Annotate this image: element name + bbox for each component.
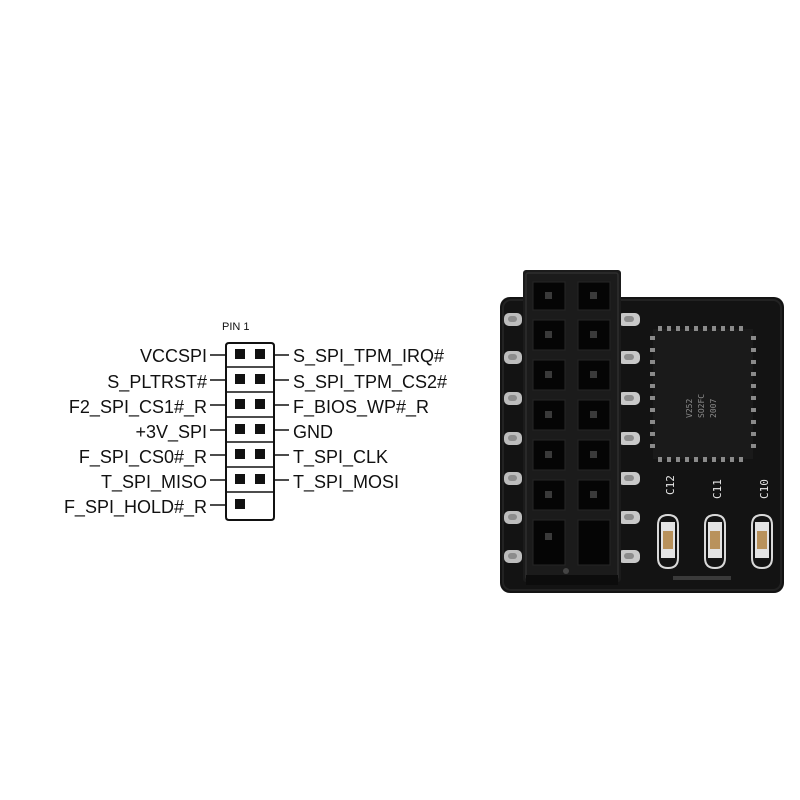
left-pin-label: +3V_SPI xyxy=(135,422,207,443)
left-edge-pins xyxy=(504,313,522,563)
pin1-label: PIN 1 xyxy=(222,321,250,333)
header-outline xyxy=(225,342,275,521)
chip-marking: 2007 xyxy=(709,399,718,418)
right-pin-label: T_SPI_CLK xyxy=(293,447,388,468)
silkscreen-label: C12 xyxy=(664,475,677,495)
silkscreen-label: C11 xyxy=(711,479,724,499)
pinout-diagram: PIN 1 VCCSPI S_PLTRST# F2_SPI_CS1#_R +3V… xyxy=(64,321,447,521)
header-dividers xyxy=(226,366,274,493)
chip-marking: V252 xyxy=(685,399,694,418)
right-pin-label: T_SPI_MOSI xyxy=(293,472,399,493)
right-connector-pins xyxy=(618,313,640,563)
silkscreen-label: C10 xyxy=(758,479,771,499)
left-pin-label: F_SPI_HOLD#_R xyxy=(64,497,207,518)
right-pin-label: S_SPI_TPM_CS2# xyxy=(293,372,447,393)
right-pin-label: F_BIOS_WP#_R xyxy=(293,397,429,418)
left-pin-labels: VCCSPI S_PLTRST# F2_SPI_CS1#_R +3V_SPI F… xyxy=(64,346,207,518)
header-pins xyxy=(235,349,265,509)
hole-pin-dots xyxy=(545,292,597,540)
tpm-chip: V252 SO2FC 2007 xyxy=(650,326,756,462)
chip-marking: SO2FC xyxy=(697,394,706,418)
right-pin-label: GND xyxy=(293,422,333,442)
right-pin-labels: S_SPI_TPM_IRQ# S_SPI_TPM_CS2# F_BIOS_WP#… xyxy=(293,346,447,493)
capacitors xyxy=(657,513,773,570)
capacitor-labels: C12 C11 C10 xyxy=(664,475,771,499)
left-pin-label: F2_SPI_CS1#_R xyxy=(69,397,207,418)
right-pin-label: S_SPI_TPM_IRQ# xyxy=(293,346,444,367)
left-pin-label: VCCSPI xyxy=(140,346,207,366)
left-pin-label: F_SPI_CS0#_R xyxy=(79,447,207,468)
left-pin-label: T_SPI_MISO xyxy=(101,472,207,493)
board-marking xyxy=(673,576,731,580)
leader-lines xyxy=(210,354,289,506)
tpm-module: V252 SO2FC 2007 C12 C11 C10 xyxy=(500,270,784,593)
left-pin-label: S_PLTRST# xyxy=(107,372,207,393)
